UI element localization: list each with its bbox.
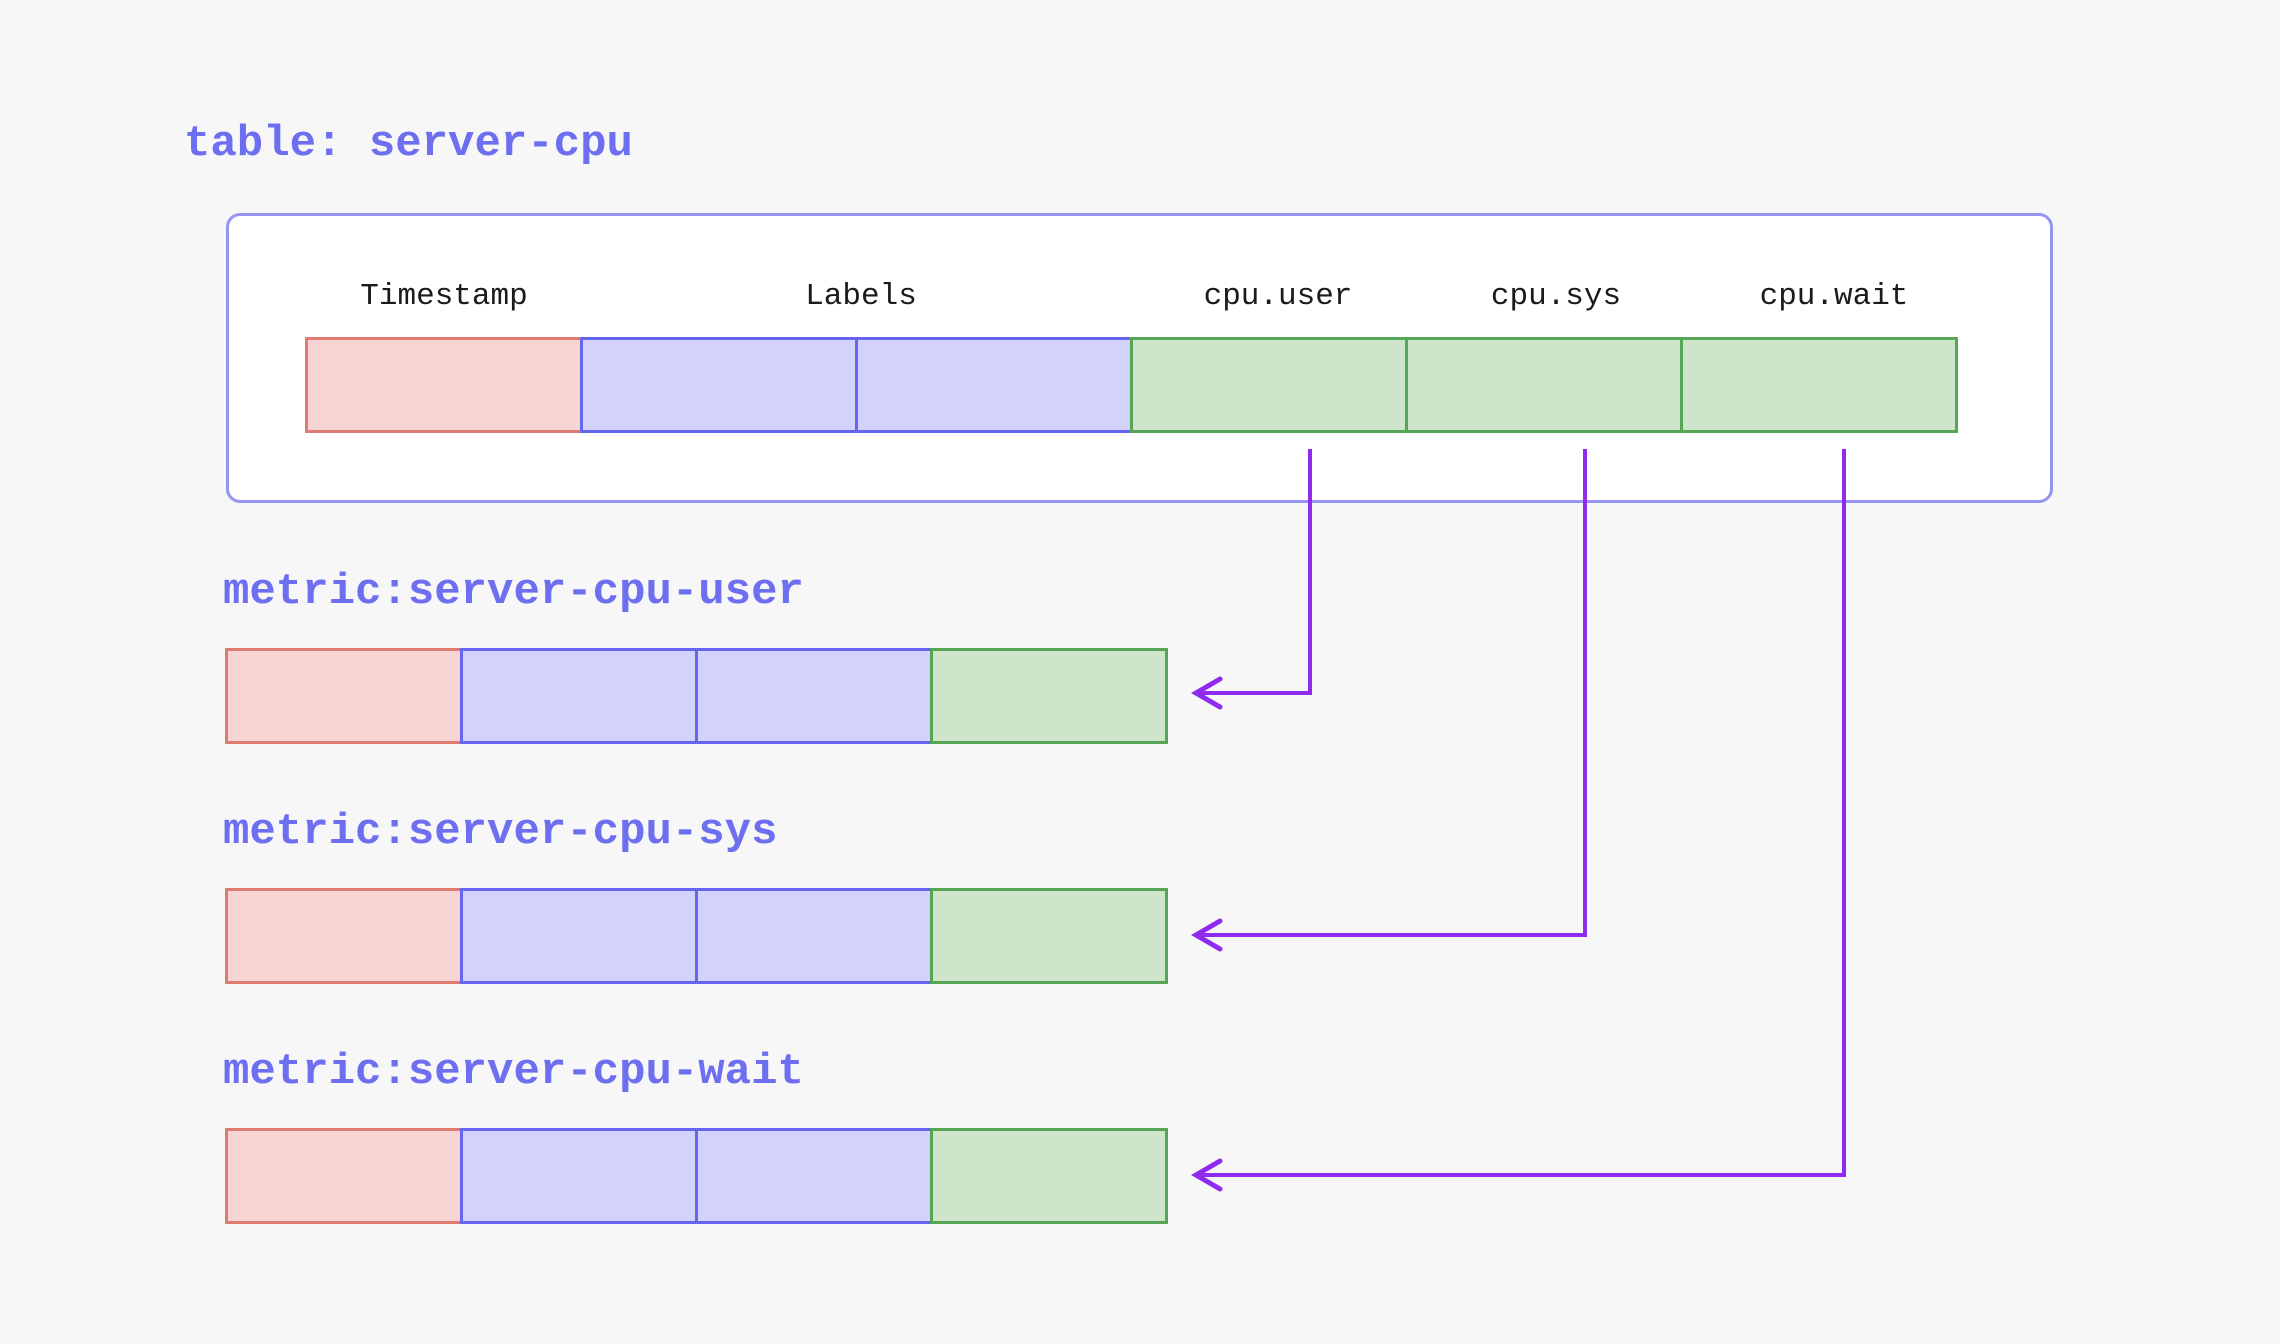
metric-title-user: metric:server-cpu-user: [223, 567, 804, 617]
value-cell-wait: [930, 1128, 1168, 1224]
table-row: [305, 337, 1958, 433]
metric-row-wait: [225, 1128, 1168, 1224]
metric-title-sys: metric:server-cpu-sys: [223, 807, 778, 857]
metric-title-wait: metric:server-cpu-wait: [223, 1047, 804, 1097]
timestamp-cell: [225, 648, 463, 744]
value-cell-cpu-wait: [1680, 337, 1958, 433]
timestamp-cell: [225, 1128, 463, 1224]
value-cell-cpu-sys: [1405, 337, 1683, 433]
column-header-timestamp: Timestamp: [360, 279, 528, 314]
arrowhead-cpu-wait: [1191, 1158, 1223, 1192]
labels-cell: [695, 888, 933, 984]
connector-line-cpu-sys: [1200, 449, 1587, 937]
table-title: table: server-cpu: [184, 119, 633, 169]
labels-cell: [695, 1128, 933, 1224]
column-header-cpu-sys: cpu.sys: [1490, 279, 1622, 314]
value-cell-cpu-user: [1130, 337, 1408, 433]
value-cell-sys: [930, 888, 1168, 984]
column-header-cpu-user: cpu.user: [1203, 279, 1353, 314]
column-header-labels: Labels: [805, 279, 917, 314]
labels-cell: [460, 648, 698, 744]
labels-cell: [460, 888, 698, 984]
metric-row-sys: [225, 888, 1168, 984]
column-header-cpu-wait: cpu.wait: [1759, 279, 1909, 314]
value-cell-user: [930, 648, 1168, 744]
labels-cell: [460, 1128, 698, 1224]
connector-line-cpu-wait: [1200, 449, 1846, 1177]
labels-cell: [855, 337, 1133, 433]
metric-row-user: [225, 648, 1168, 744]
labels-cell: [695, 648, 933, 744]
arrowhead-cpu-sys: [1191, 918, 1223, 952]
arrowhead-cpu-user: [1191, 676, 1223, 710]
timestamp-cell: [225, 888, 463, 984]
labels-cell: [580, 337, 858, 433]
timestamp-cell: [305, 337, 583, 433]
